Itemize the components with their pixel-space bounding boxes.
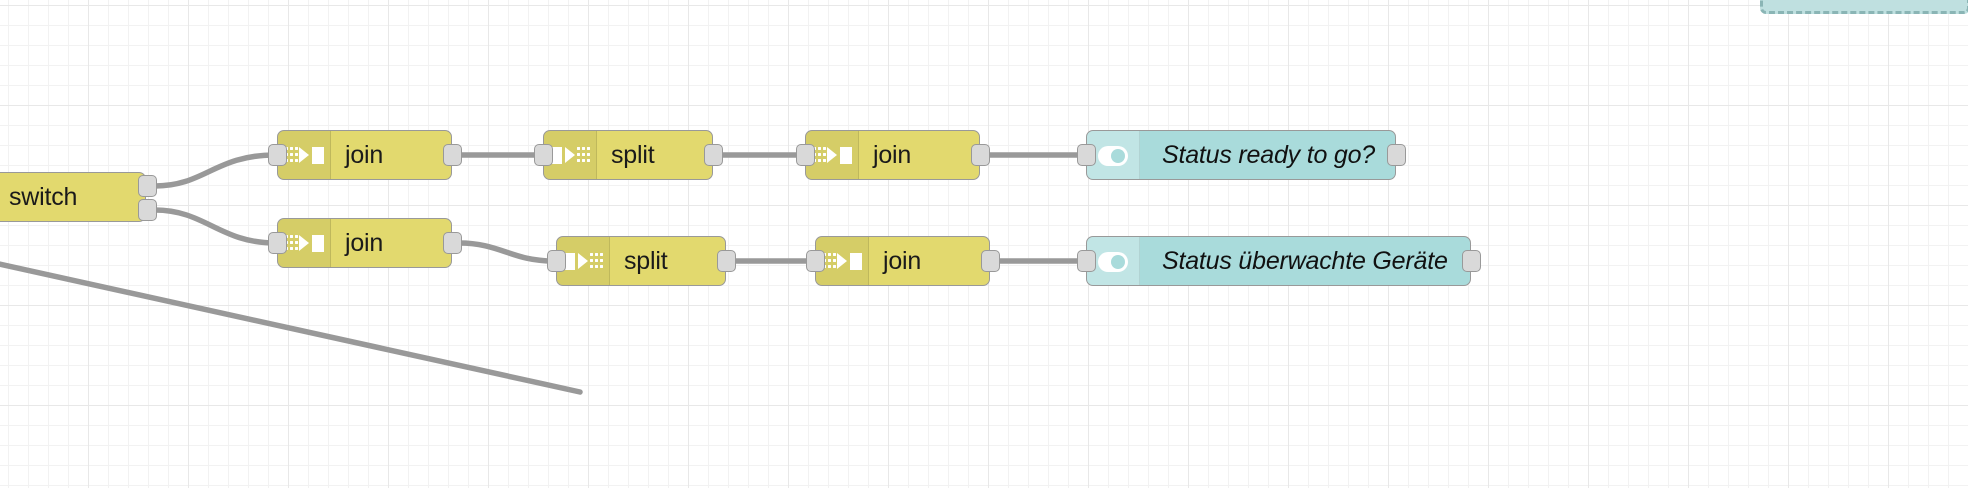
node-join-bottom-2[interactable]: join <box>815 236 990 286</box>
wire-join-to-split-bottom <box>456 240 556 264</box>
port-output-split-top-1[interactable] <box>704 144 723 166</box>
port-output-join-top-2[interactable] <box>971 144 990 166</box>
port-input-split-bottom-1[interactable] <box>547 250 566 272</box>
node-label-join-top-1: join <box>345 140 384 169</box>
node-join-top-1[interactable]: join <box>277 130 452 180</box>
wire-switch-to-join-top <box>152 152 278 189</box>
port-input-status-bottom[interactable] <box>1077 250 1096 272</box>
node-join-top-2[interactable]: join <box>805 130 980 180</box>
join-icon <box>816 237 869 285</box>
port-output-join-bottom-2[interactable] <box>981 250 1000 272</box>
node-status-bottom[interactable]: Status überwachte Geräte <box>1086 236 1471 286</box>
node-join-bottom-1[interactable]: join <box>277 218 452 268</box>
teal-dashed-panel[interactable] <box>1760 0 1968 14</box>
node-label-status-top: Status ready to go? <box>1162 140 1376 169</box>
node-label-split-bottom-1: split <box>624 246 668 275</box>
node-label-join-bottom-1: join <box>345 228 384 257</box>
port-input-split-top-1[interactable] <box>534 144 553 166</box>
port-output-status-bottom[interactable] <box>1462 250 1481 272</box>
port-input-join-top-1[interactable] <box>268 144 287 166</box>
port-output-switch-0[interactable] <box>138 175 157 197</box>
node-label-join-top-2: join <box>873 140 912 169</box>
port-output-switch-1[interactable] <box>138 199 157 221</box>
port-output-split-bottom-1[interactable] <box>717 250 736 272</box>
port-input-join-bottom-2[interactable] <box>806 250 825 272</box>
wire-switch-to-join-bottom <box>152 207 278 246</box>
node-label-join-bottom-2: join <box>883 246 922 275</box>
port-input-join-bottom-1[interactable] <box>268 232 287 254</box>
node-status-top[interactable]: Status ready to go? <box>1086 130 1396 180</box>
port-output-status-top[interactable] <box>1387 144 1406 166</box>
port-input-status-top[interactable] <box>1077 144 1096 166</box>
node-split-top-1[interactable]: split <box>543 130 713 180</box>
node-label-status-bottom: Status überwachte Geräte <box>1162 246 1448 275</box>
port-output-join-top-1[interactable] <box>443 144 462 166</box>
port-output-join-bottom-1[interactable] <box>443 232 462 254</box>
node-label-split-top-1: split <box>611 140 655 169</box>
node-switch[interactable]: switch <box>0 172 146 222</box>
wire-offscreen-diagonal <box>0 261 583 395</box>
port-input-join-top-2[interactable] <box>796 144 815 166</box>
node-label-switch: switch <box>9 182 78 211</box>
node-split-bottom-1[interactable]: split <box>556 236 726 286</box>
